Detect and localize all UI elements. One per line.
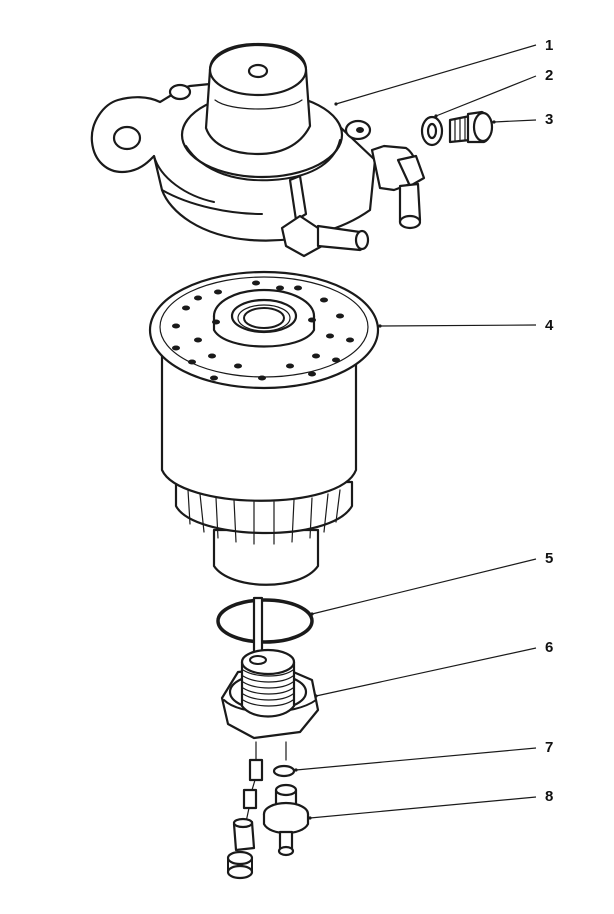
callout-2: 2 bbox=[545, 67, 553, 84]
small-o-ring bbox=[272, 764, 296, 778]
sealing-washer bbox=[420, 115, 444, 147]
leader-3 bbox=[493, 119, 537, 123]
filter-element bbox=[148, 270, 380, 586]
bleed-screw bbox=[448, 110, 494, 144]
callout-5: 5 bbox=[545, 550, 553, 567]
callout-4: 4 bbox=[545, 317, 554, 334]
leader-6 bbox=[315, 647, 537, 697]
drain-valve-knob bbox=[262, 741, 310, 857]
filter-head bbox=[90, 42, 426, 258]
drain-valve-pin-assembly bbox=[226, 741, 264, 880]
callout-7: 7 bbox=[545, 739, 553, 756]
drain-plug bbox=[220, 596, 320, 740]
o-ring bbox=[216, 598, 314, 644]
callout-numbers: 1 2 3 4 5 6 7 8 bbox=[545, 37, 554, 805]
leader-5 bbox=[311, 558, 537, 615]
leader-8 bbox=[309, 796, 537, 819]
leader-1 bbox=[335, 44, 537, 105]
callout-3: 3 bbox=[545, 111, 553, 128]
callout-1: 1 bbox=[545, 37, 553, 54]
callout-6: 6 bbox=[545, 639, 553, 656]
leader-4 bbox=[379, 324, 537, 327]
leader-7 bbox=[295, 747, 537, 771]
callout-8: 8 bbox=[545, 788, 553, 805]
leader-lines bbox=[294, 44, 537, 820]
leader-2 bbox=[435, 75, 537, 117]
